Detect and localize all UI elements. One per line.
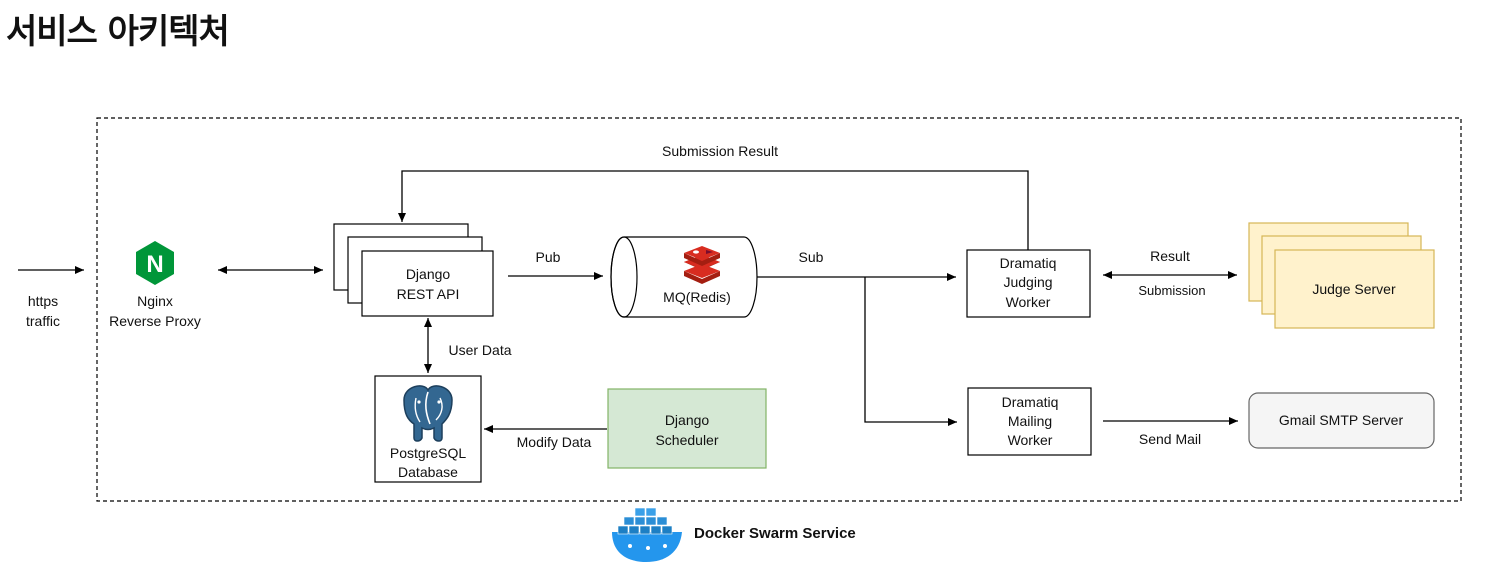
postgres-label-1: PostgreSQL xyxy=(390,445,466,461)
modify-data-label: Modify Data xyxy=(517,434,592,450)
judging-worker-label-2: Judging xyxy=(1003,274,1052,290)
judge-server-label: Judge Server xyxy=(1312,281,1396,297)
docker-swarm-label: Docker Swarm Service xyxy=(694,525,856,542)
scheduler-label-1: Django xyxy=(665,412,710,428)
judging-worker-label-3: Worker xyxy=(1006,294,1051,310)
nginx-label-2: Reverse Proxy xyxy=(109,313,201,329)
django-api-node xyxy=(333,223,494,317)
nginx-label-1: Nginx xyxy=(137,293,173,309)
https-traffic-label-1: https xyxy=(28,293,58,309)
submission-result-edge xyxy=(398,170,1029,250)
sub-to-mailing-edge xyxy=(864,277,957,426)
nginx-icon: N xyxy=(136,241,174,285)
user-data-label: User Data xyxy=(448,342,511,358)
swarm-boundary xyxy=(96,117,1462,502)
judging-worker-label-1: Dramatiq xyxy=(1000,255,1057,271)
nginx-badge: N xyxy=(146,251,163,278)
https-traffic-label-2: traffic xyxy=(26,313,60,329)
django-api-label-2: REST API xyxy=(397,286,460,302)
mailing-worker-label-1: Dramatiq xyxy=(1002,394,1059,410)
scheduler-label-2: Scheduler xyxy=(655,432,718,448)
mailing-worker-label-3: Worker xyxy=(1008,432,1053,448)
docker-swarm-icon xyxy=(612,507,682,562)
pub-label: Pub xyxy=(536,249,561,265)
judge-server-node xyxy=(1248,222,1435,329)
gmail-smtp-label: Gmail SMTP Server xyxy=(1279,412,1404,428)
send-mail-label: Send Mail xyxy=(1139,431,1201,447)
postgresql-icon xyxy=(403,385,453,442)
gmail-smtp-node xyxy=(1248,392,1435,449)
mq-label: MQ(Redis) xyxy=(663,289,731,305)
postgres-label-2: Database xyxy=(398,464,458,480)
redis-icon xyxy=(684,246,720,284)
mailing-worker-node xyxy=(967,387,1092,456)
submission-result-label: Submission Result xyxy=(662,143,778,159)
mailing-worker-label-2: Mailing xyxy=(1008,413,1052,429)
submission-label: Submission xyxy=(1138,283,1205,298)
mq-redis-node xyxy=(610,236,758,318)
django-api-label-1: Django xyxy=(406,266,451,282)
judging-worker-node xyxy=(966,249,1091,318)
django-scheduler-node xyxy=(607,388,767,469)
page-title: 서비스 아키텍처 xyxy=(6,12,230,52)
sub-label: Sub xyxy=(799,249,824,265)
result-label: Result xyxy=(1150,248,1190,264)
